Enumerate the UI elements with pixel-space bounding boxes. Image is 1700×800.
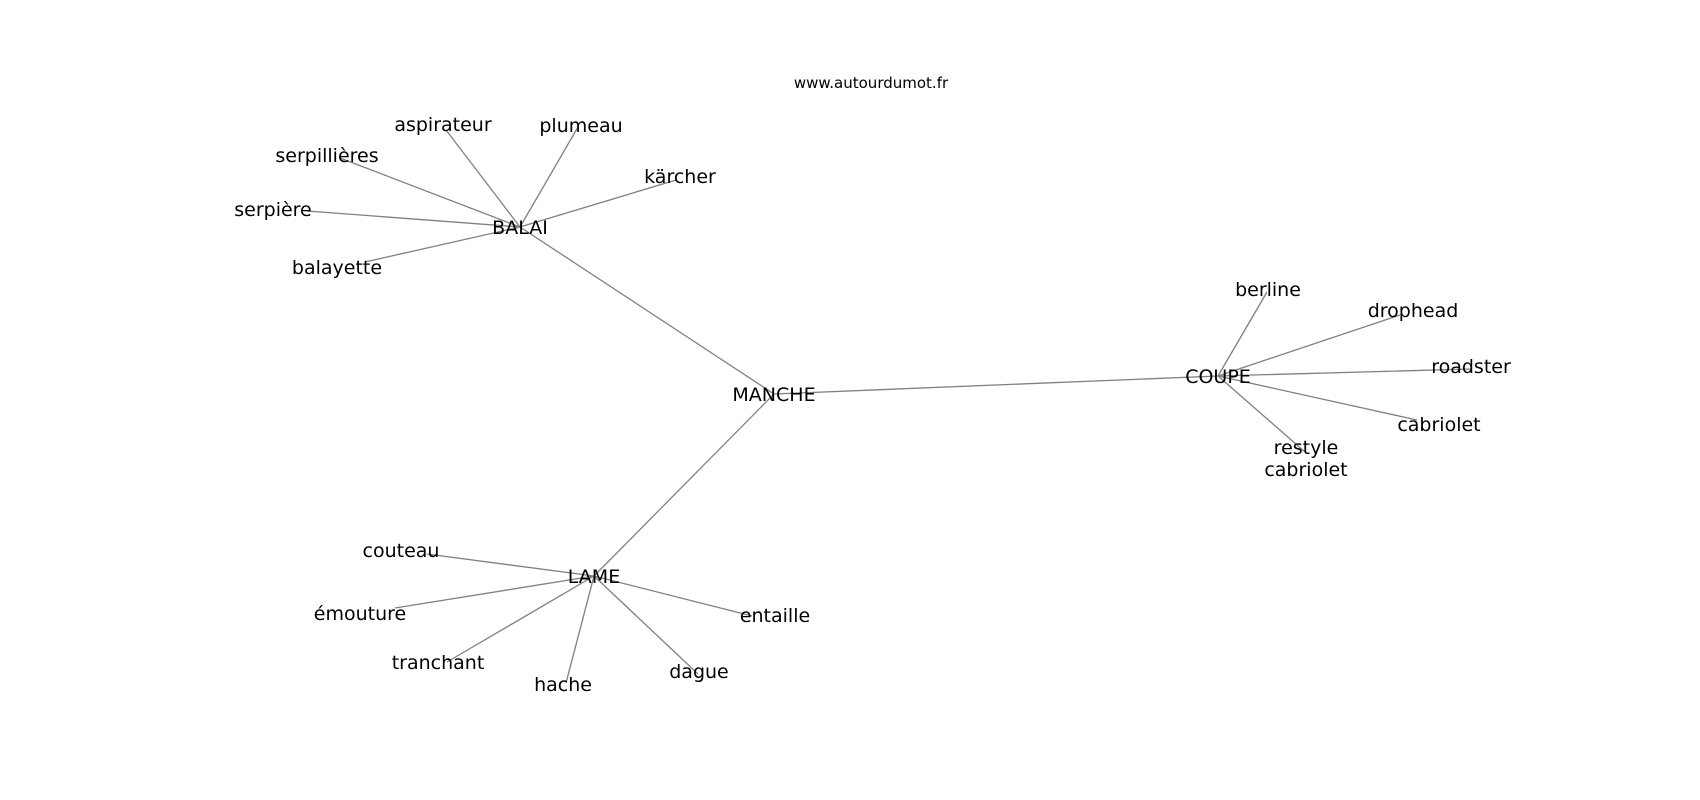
node-manche[interactable]: MANCHE	[732, 384, 815, 406]
edge-balai-serpiere	[306, 210, 521, 228]
node-plumeau[interactable]: plumeau	[539, 115, 622, 137]
edge-lame-couteau	[426, 553, 595, 577]
edge-manche-coupe	[773, 375, 1219, 395]
node-roadster[interactable]: roadster	[1431, 356, 1511, 378]
node-couteau[interactable]: couteau	[363, 540, 440, 562]
edge-coupe-drophead	[1217, 314, 1401, 377]
edge-lame-hache	[565, 575, 595, 684]
edge-balai-serpillieres	[339, 157, 521, 228]
edge-manche-balai	[519, 226, 775, 395]
node-aspirateur[interactable]: aspirateur	[394, 114, 492, 136]
edge-balai-balayette	[364, 226, 521, 263]
node-berline[interactable]: berline	[1235, 279, 1301, 301]
node-dague[interactable]: dague	[669, 661, 729, 683]
node-lame[interactable]: LAME	[568, 566, 620, 588]
node-karcher[interactable]: kärcher	[644, 166, 716, 188]
node-cabriolet[interactable]: cabriolet	[1397, 414, 1480, 436]
edge-balai-aspirateur	[445, 129, 521, 228]
edge-coupe-berline	[1217, 291, 1268, 377]
site-title: www.autourdumot.fr	[794, 74, 949, 92]
edge-balai-plumeau	[519, 126, 579, 228]
node-balai[interactable]: BALAI	[492, 217, 548, 239]
edge-lame-tranchant	[446, 575, 595, 663]
node-serpillieres[interactable]: serpillières	[275, 145, 378, 167]
node-serpiere[interactable]: serpière	[234, 199, 312, 221]
edges	[306, 126, 1472, 684]
edge-coupe-restyle	[1217, 375, 1306, 453]
node-entaille[interactable]: entaille	[740, 605, 810, 627]
edge-balai-karcher	[519, 179, 677, 228]
edge-lame-dague	[593, 575, 699, 675]
edge-lame-emouture	[394, 575, 595, 609]
node-emouture[interactable]: émouture	[314, 603, 406, 625]
edge-coupe-cabriolet	[1217, 375, 1418, 421]
node-tranchant[interactable]: tranchant	[392, 652, 485, 674]
edge-lame-entaille	[593, 575, 753, 617]
labels: MANCHE BALAI COUPE LAME aspirateur plumeau kär…	[234, 114, 1511, 696]
node-drophead[interactable]: drophead	[1368, 300, 1459, 322]
node-coupe[interactable]: COUPE	[1185, 366, 1251, 388]
node-balayette[interactable]: balayette	[292, 257, 382, 279]
edge-coupe-roadster	[1217, 368, 1472, 377]
edge-manche-lame	[593, 393, 775, 577]
node-hache[interactable]: hache	[534, 674, 592, 696]
